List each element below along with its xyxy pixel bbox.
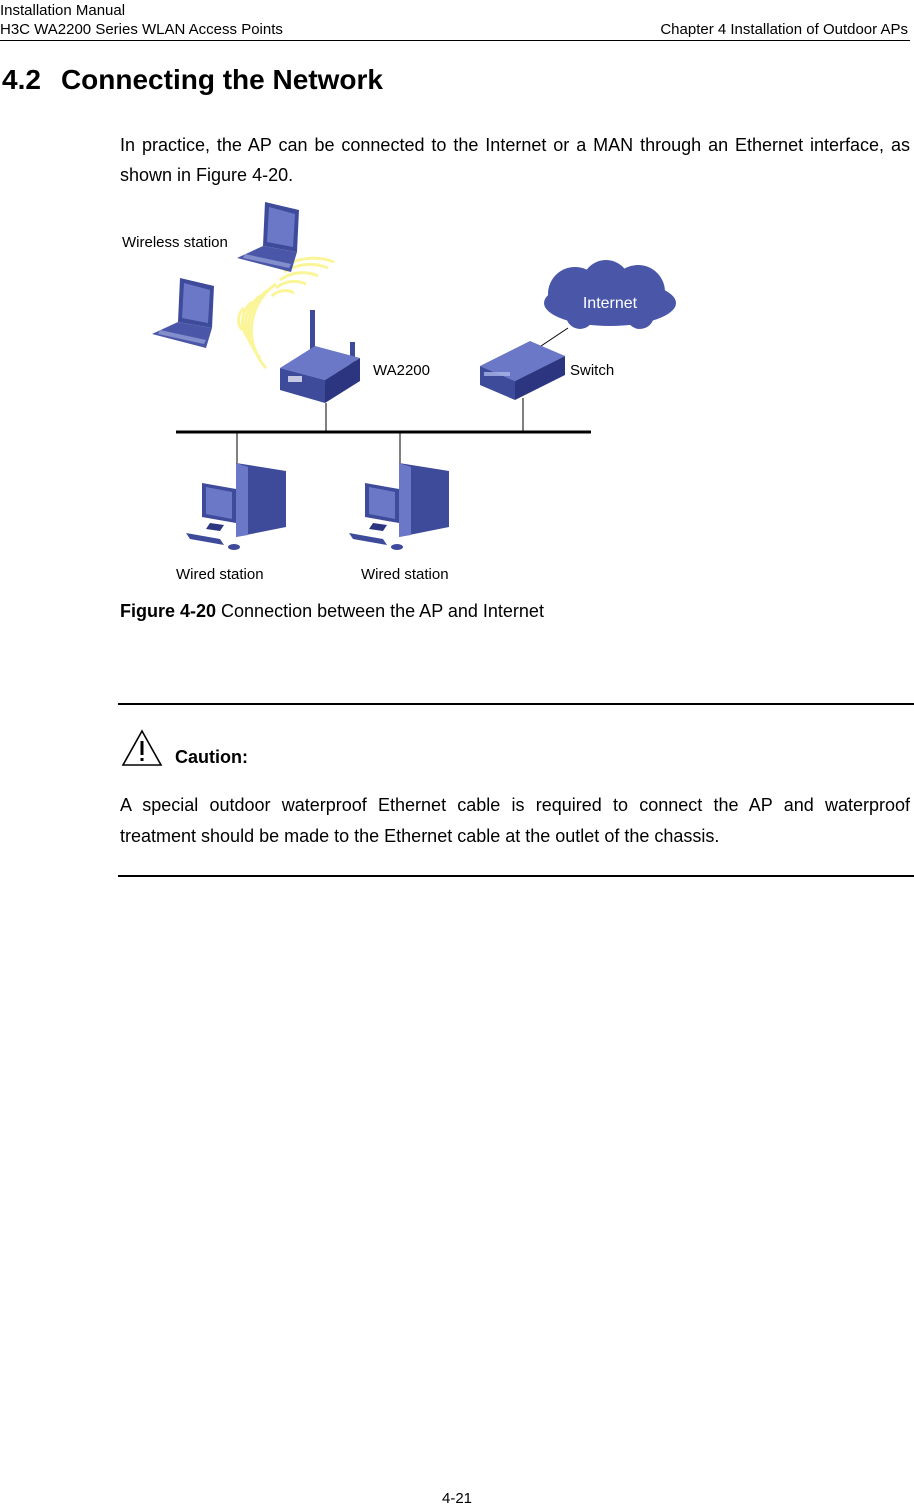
label-switch: Switch (570, 362, 614, 379)
wifi-signal-icon (237, 256, 335, 370)
access-point-icon (280, 310, 360, 403)
desktop-pc-icon (186, 463, 286, 550)
desktop-pc-icon (349, 463, 449, 550)
figure-caption: Figure 4-20 Connection between the AP an… (120, 601, 544, 622)
internet-cloud-icon (544, 260, 676, 329)
warning-triangle-icon (121, 729, 163, 766)
intro-paragraph: In practice, the AP can be connected to … (120, 135, 910, 185)
header-divider (0, 40, 910, 41)
section-title: Connecting the Network (60, 64, 383, 95)
header-product-name: H3C WA2200 Series WLAN Access Points (0, 21, 283, 38)
header-manual-title: Installation Manual (0, 2, 126, 19)
label-wired-station-1: Wired station (176, 566, 264, 583)
label-wireless-station: Wireless station (122, 234, 228, 251)
figure-caption-text: Connection between the AP and Internet (216, 601, 544, 621)
section-heading: 4.2 Connecting the Network (2, 64, 383, 96)
label-wired-station-2: Wired station (361, 566, 449, 583)
switch-icon (480, 341, 565, 400)
laptop-icon (237, 202, 299, 272)
caution-bottom-rule (118, 875, 914, 877)
laptop-icon (152, 278, 214, 348)
label-internet: Internet (583, 295, 638, 312)
section-number: 4.2 (2, 64, 41, 95)
caution-top-rule (118, 703, 914, 705)
header-chapter-title: Chapter 4 Installation of Outdoor APs (660, 21, 908, 38)
caution-label: Caution: (175, 747, 248, 767)
caution-text: A special outdoor waterproof Ethernet ca… (120, 795, 910, 846)
page-number: 4-21 (441, 1490, 473, 1507)
figure-caption-label: Figure 4-20 (120, 601, 217, 621)
network-diagram: Wireless station WA2200 Switch Internet … (122, 202, 676, 583)
label-ap: WA2200 (373, 362, 430, 379)
